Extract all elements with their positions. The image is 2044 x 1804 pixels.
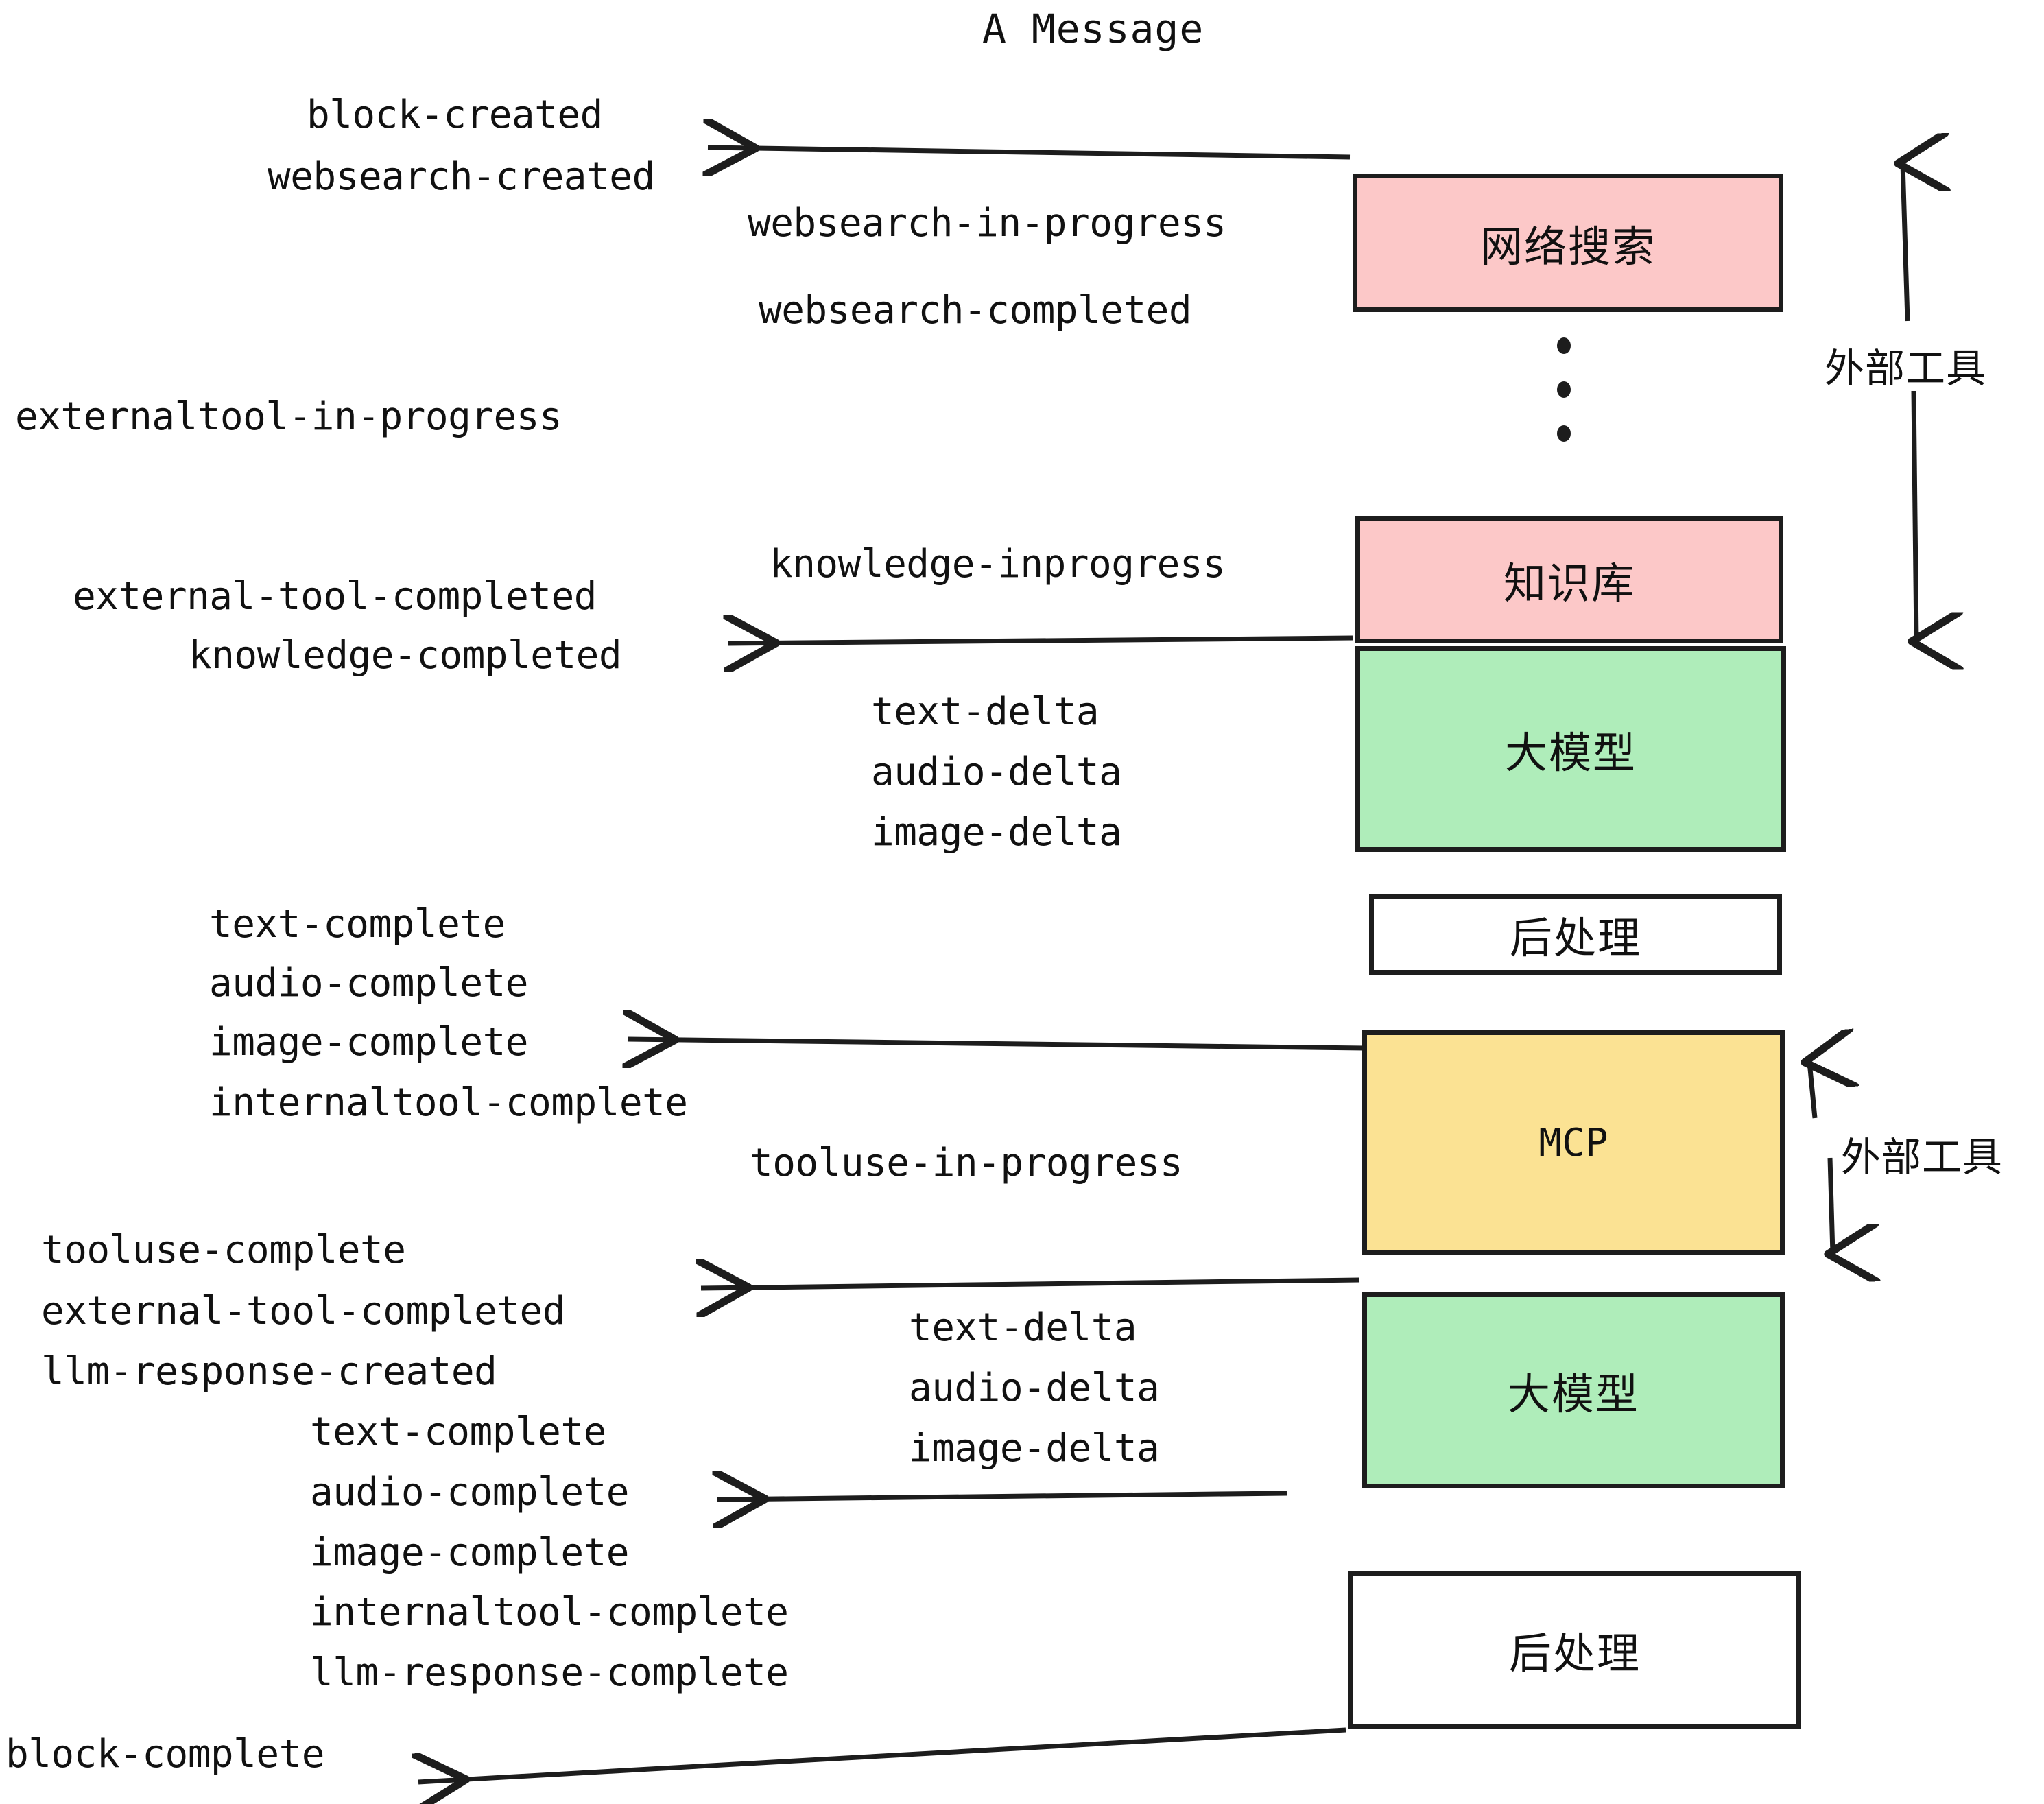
arrow-external-tools-bottom-down xyxy=(1830,1157,1833,1254)
box-postprocess-1-label: 后处理 xyxy=(1509,913,1641,963)
event-audio-delta-2: audio-delta xyxy=(909,1366,1160,1410)
arrow-external-tools-bottom-up xyxy=(1809,1062,1815,1119)
box-knowledge[interactable]: 知识库 xyxy=(1355,516,1783,643)
arrow-postprocess2-to-block-complete xyxy=(418,1727,1346,1782)
side-label-external-tools-top: 外部工具 xyxy=(1825,345,1987,392)
box-llm-2[interactable]: 大模型 xyxy=(1362,1292,1785,1488)
event-websearch-completed: websearch-completed xyxy=(759,288,1192,333)
event-knowledge-completed: knowledge-completed xyxy=(189,633,622,678)
box-mcp-label: MCP xyxy=(1538,1120,1608,1165)
arrow-websearch-to-block-created xyxy=(708,147,1351,157)
event-knowledge-inprogress: knowledge-inprogress xyxy=(770,542,1226,586)
box-llm-1-label: 大模型 xyxy=(1504,728,1637,778)
ellipsis-dot xyxy=(1557,381,1571,398)
event-image-delta-2: image-delta xyxy=(909,1426,1160,1471)
event-internaltool-complete-1: internaltool-complete xyxy=(209,1080,688,1125)
event-llm-response-created: llm-response-created xyxy=(41,1349,497,1394)
event-audio-delta-1: audio-delta xyxy=(871,750,1122,794)
ellipsis-dot xyxy=(1557,425,1571,442)
event-text-delta-2: text-delta xyxy=(909,1305,1137,1350)
event-text-complete-1: text-complete xyxy=(209,902,506,947)
event-external-tool-completed-2: external-tool-completed xyxy=(41,1289,565,1333)
box-knowledge-label: 知识库 xyxy=(1503,558,1635,608)
arrow-postprocess1-to-image-complete xyxy=(628,1039,1366,1048)
event-tooluse-complete: tooluse-complete xyxy=(41,1228,406,1272)
box-postprocess-2[interactable]: 后处理 xyxy=(1348,1571,1801,1729)
arrow-llm1-to-knowledge-completed xyxy=(728,638,1353,643)
event-websearch-created: websearch-created xyxy=(268,154,655,199)
box-postprocess-1[interactable]: 后处理 xyxy=(1369,894,1782,975)
side-label-external-tools-bottom: 外部工具 xyxy=(1841,1134,2004,1180)
event-llm-response-complete: llm-response-complete xyxy=(310,1650,789,1695)
event-internaltool-complete-2: internaltool-complete xyxy=(310,1590,789,1635)
arrow-external-tools-top-up xyxy=(1903,163,1908,322)
arrow-mcp-to-tooluse-complete xyxy=(701,1280,1360,1288)
ellipsis-dot xyxy=(1557,337,1571,354)
event-image-delta-1: image-delta xyxy=(871,810,1122,855)
box-postprocess-2-label: 后处理 xyxy=(1508,1628,1641,1678)
event-block-complete: block-complete xyxy=(5,1732,325,1777)
arrow-external-tools-top-down xyxy=(1914,390,1916,641)
box-llm-2-label: 大模型 xyxy=(1507,1369,1639,1419)
event-audio-complete-2: audio-complete xyxy=(310,1470,630,1515)
event-image-complete-2: image-complete xyxy=(310,1530,630,1575)
event-tooluse-in-progress: tooluse-in-progress xyxy=(750,1141,1183,1185)
event-audio-complete-1: audio-complete xyxy=(209,961,529,1006)
page-title: A Message xyxy=(982,5,1204,52)
event-external-tool-completed-1: external-tool-completed xyxy=(73,574,597,619)
event-websearch-in-progress: websearch-in-progress xyxy=(748,201,1226,246)
arrow-llm2-to-audio-complete xyxy=(717,1493,1287,1499)
ellipsis-dots xyxy=(1557,337,1571,469)
event-block-created: block-created xyxy=(307,93,603,137)
event-externaltool-in-progress: externaltool-in-progress xyxy=(15,394,562,439)
event-text-delta-1: text-delta xyxy=(871,689,1100,734)
box-websearch-label: 网络搜索 xyxy=(1479,222,1656,272)
box-websearch[interactable]: 网络搜索 xyxy=(1353,174,1783,312)
event-text-complete-2: text-complete xyxy=(310,1410,606,1454)
box-llm-1[interactable]: 大模型 xyxy=(1355,646,1786,852)
box-mcp[interactable]: MCP xyxy=(1362,1030,1785,1255)
event-image-complete-1: image-complete xyxy=(209,1020,529,1065)
